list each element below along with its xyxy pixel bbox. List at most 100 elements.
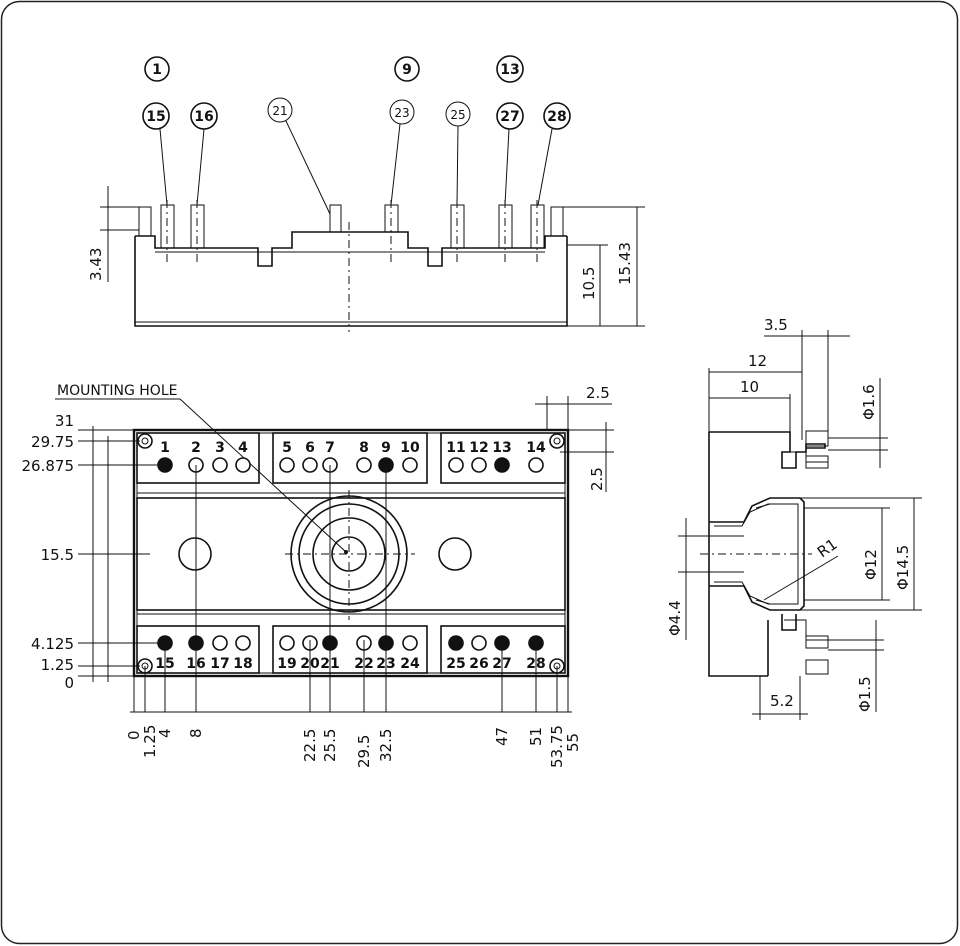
left-hole bbox=[178, 537, 212, 571]
xdim-25-5: 25.5 bbox=[321, 729, 339, 762]
ydim-26-875: 26.875 bbox=[22, 457, 75, 475]
xdim-53-75: 53.75 bbox=[548, 725, 566, 768]
pin-13-marker bbox=[494, 457, 510, 473]
pin-19-marker bbox=[279, 635, 295, 651]
pin-19-label: 19 bbox=[277, 656, 296, 672]
y-dimensions: 31 29.75 26.875 15.5 4.125 1.25 0 bbox=[22, 412, 160, 692]
top-pin-5: 5 bbox=[279, 440, 295, 473]
section-dims-top: 3.5 12 10 bbox=[708, 316, 850, 440]
pin-4-marker bbox=[235, 457, 251, 473]
pin-5-marker bbox=[279, 457, 295, 473]
pin-2-label: 2 bbox=[191, 440, 201, 456]
pin-7-label: 7 bbox=[325, 440, 335, 456]
bottom-pin-19: 19 bbox=[277, 635, 297, 672]
callout-9: 9 bbox=[394, 56, 420, 82]
side-leaders bbox=[159, 120, 553, 215]
ydim-4-125: 4.125 bbox=[31, 635, 74, 653]
pin-10-marker bbox=[402, 457, 418, 473]
side-callouts: 1 9 13 15 16 21 bbox=[142, 55, 571, 130]
bottom-pin-24: 24 bbox=[400, 635, 420, 672]
pin-14-label: 14 bbox=[526, 440, 546, 456]
section-dims-left: Φ4.4 bbox=[666, 518, 744, 640]
xdim-1-25: 1.25 bbox=[141, 725, 159, 758]
pin-13-label: 13 bbox=[492, 440, 511, 456]
callout-13: 13 bbox=[496, 55, 524, 83]
bottom-pin-17: 17 bbox=[210, 635, 230, 672]
callout-21-label: 21 bbox=[272, 104, 287, 118]
dim-3-43: 3.43 bbox=[87, 186, 139, 282]
callout-28: 28 bbox=[543, 102, 571, 130]
rdim-2-5-side: 2.5 bbox=[588, 467, 606, 491]
pin-18-marker bbox=[235, 635, 251, 651]
right-hole bbox=[438, 537, 472, 571]
top-pin-4: 4 bbox=[235, 440, 251, 473]
rdim-2-5-top: 2.5 bbox=[586, 384, 610, 402]
xdim-4: 4 bbox=[156, 728, 174, 738]
xdim-22-5: 22.5 bbox=[301, 729, 319, 762]
ydim-1-25: 1.25 bbox=[41, 656, 74, 674]
ydim-31: 31 bbox=[55, 412, 74, 430]
mounting-hole-label: MOUNTING HOLE bbox=[57, 383, 177, 399]
callout-25-label: 25 bbox=[450, 108, 465, 122]
dim-15-43: 15.43 bbox=[563, 206, 645, 326]
top-pin-8: 8 bbox=[356, 440, 372, 473]
pin-25-label: 25 bbox=[446, 656, 465, 672]
pin-12-marker bbox=[471, 457, 487, 473]
xdim-0: 0 bbox=[125, 730, 143, 740]
pin-9-label: 9 bbox=[381, 440, 391, 456]
callout-9-label: 9 bbox=[402, 62, 412, 78]
pin-3-marker bbox=[212, 457, 228, 473]
sdim-3-5: 3.5 bbox=[764, 316, 788, 334]
pin-26-label: 26 bbox=[469, 656, 488, 672]
top-pin-14: 14 bbox=[526, 440, 546, 473]
section-dims-right: Φ1.6 Φ12 Φ14.5 bbox=[800, 378, 922, 611]
xdim-47: 47 bbox=[493, 727, 511, 746]
section-view: 3.5 12 10 Φ1.6 Φ12 Φ14.5 R1 bbox=[666, 316, 922, 720]
sdim-dia-12: Φ12 bbox=[862, 549, 880, 580]
pin-12-label: 12 bbox=[469, 440, 488, 456]
top-pin-3: 3 bbox=[212, 440, 228, 473]
pin-26-marker bbox=[471, 635, 487, 651]
pin-1-label: 1 bbox=[160, 440, 170, 456]
pin-11-marker bbox=[448, 457, 464, 473]
central-mounting-hole bbox=[285, 490, 415, 620]
pin-1-marker bbox=[157, 457, 173, 473]
pin-4-label: 4 bbox=[238, 440, 248, 456]
callout-15: 15 bbox=[142, 102, 170, 130]
dim-10-5-label: 10.5 bbox=[580, 267, 598, 300]
pin-24-label: 24 bbox=[400, 656, 420, 672]
side-view: 1 9 13 15 16 21 bbox=[87, 55, 645, 332]
callout-21: 21 bbox=[267, 97, 293, 123]
callout-16-label: 16 bbox=[194, 109, 213, 125]
pin-17-label: 17 bbox=[210, 656, 229, 672]
callout-28-label: 28 bbox=[547, 109, 566, 125]
callout-27-label: 27 bbox=[500, 109, 519, 125]
pin-8-marker bbox=[356, 457, 372, 473]
right-dimensions: 2.5 2.5 bbox=[535, 384, 614, 492]
x-dimensions: 0 1.25 4 8 22.5 25.5 29.5 32.5 47 51 53.… bbox=[125, 711, 582, 768]
top-pin-6: 6 bbox=[302, 440, 318, 473]
sdim-10: 10 bbox=[740, 378, 759, 396]
pin-10-label: 10 bbox=[400, 440, 420, 456]
callout-23-label: 23 bbox=[394, 106, 409, 120]
callout-1-label: 1 bbox=[152, 62, 162, 78]
pin-3-label: 3 bbox=[215, 440, 225, 456]
sdim-dia-14-5: Φ14.5 bbox=[894, 545, 912, 590]
pin-14-marker bbox=[528, 457, 544, 473]
ydim-29-75: 29.75 bbox=[31, 433, 74, 451]
callout-1: 1 bbox=[144, 56, 170, 82]
bottom-pin-26: 26 bbox=[469, 635, 489, 672]
sdim-dia-4-4: Φ4.4 bbox=[666, 600, 684, 636]
top-pin-13: 13 bbox=[492, 440, 512, 473]
xdim-29-5: 29.5 bbox=[355, 735, 373, 768]
sdim-dia-1-6: Φ1.6 bbox=[860, 384, 878, 420]
callout-27: 27 bbox=[496, 102, 524, 130]
top-pin-11: 11 bbox=[446, 440, 466, 473]
top-pin-10: 10 bbox=[400, 440, 420, 473]
pin-8-label: 8 bbox=[359, 440, 369, 456]
bottom-pin-18: 18 bbox=[233, 635, 253, 672]
ydim-15-5: 15.5 bbox=[41, 546, 74, 564]
pin-17-marker bbox=[212, 635, 228, 651]
